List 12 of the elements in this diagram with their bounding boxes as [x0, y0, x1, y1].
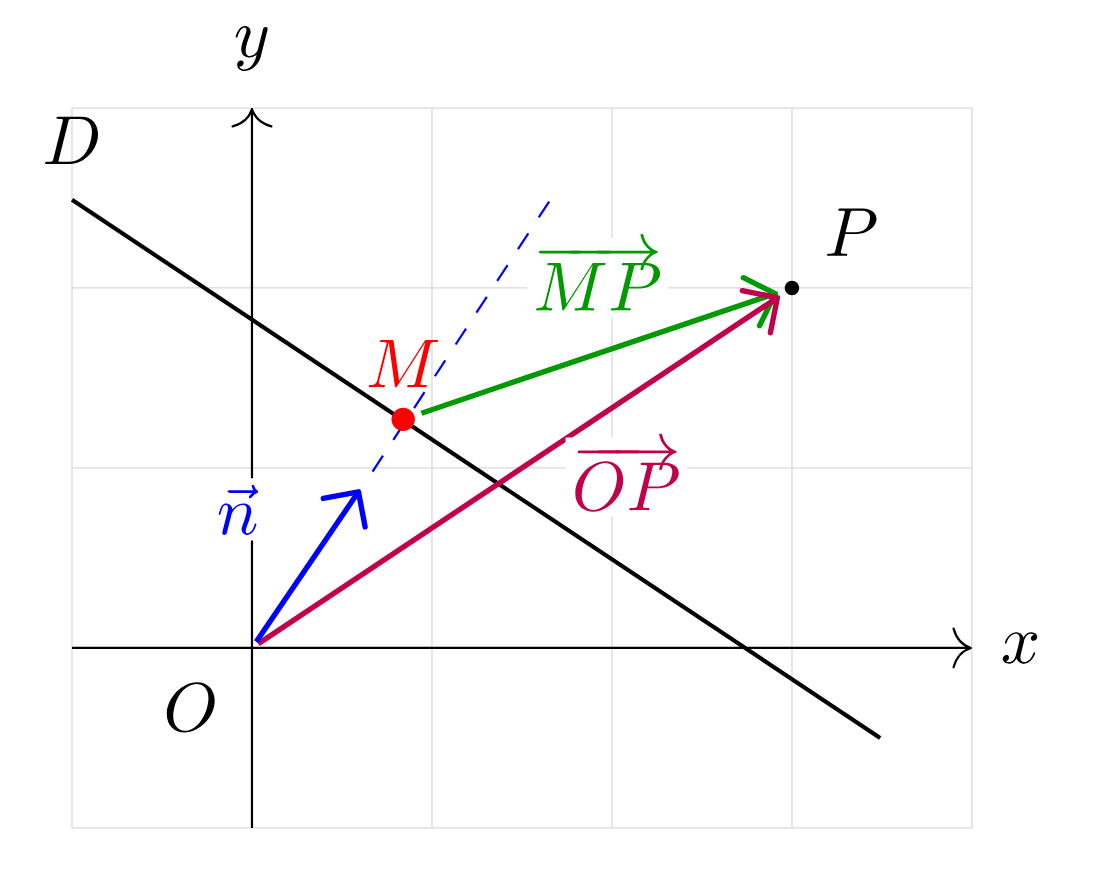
axis-label: $x$	[1002, 632, 1038, 664]
vector-label: $\vec{n}$	[210, 478, 265, 541]
point-label: $P$	[827, 208, 877, 256]
vector-label: $\overrightarrow{MP}$	[526, 233, 669, 317]
point-label: $O$	[166, 682, 215, 733]
axis-label: $y$	[235, 26, 268, 71]
vector-arrow	[254, 489, 368, 644]
vector-arrow	[420, 275, 779, 416]
vector-arrow	[256, 287, 781, 646]
point-label: $M$	[368, 339, 439, 388]
vector-label: $\overrightarrow{OP}$	[565, 433, 688, 517]
line-label: $D$	[45, 116, 98, 165]
